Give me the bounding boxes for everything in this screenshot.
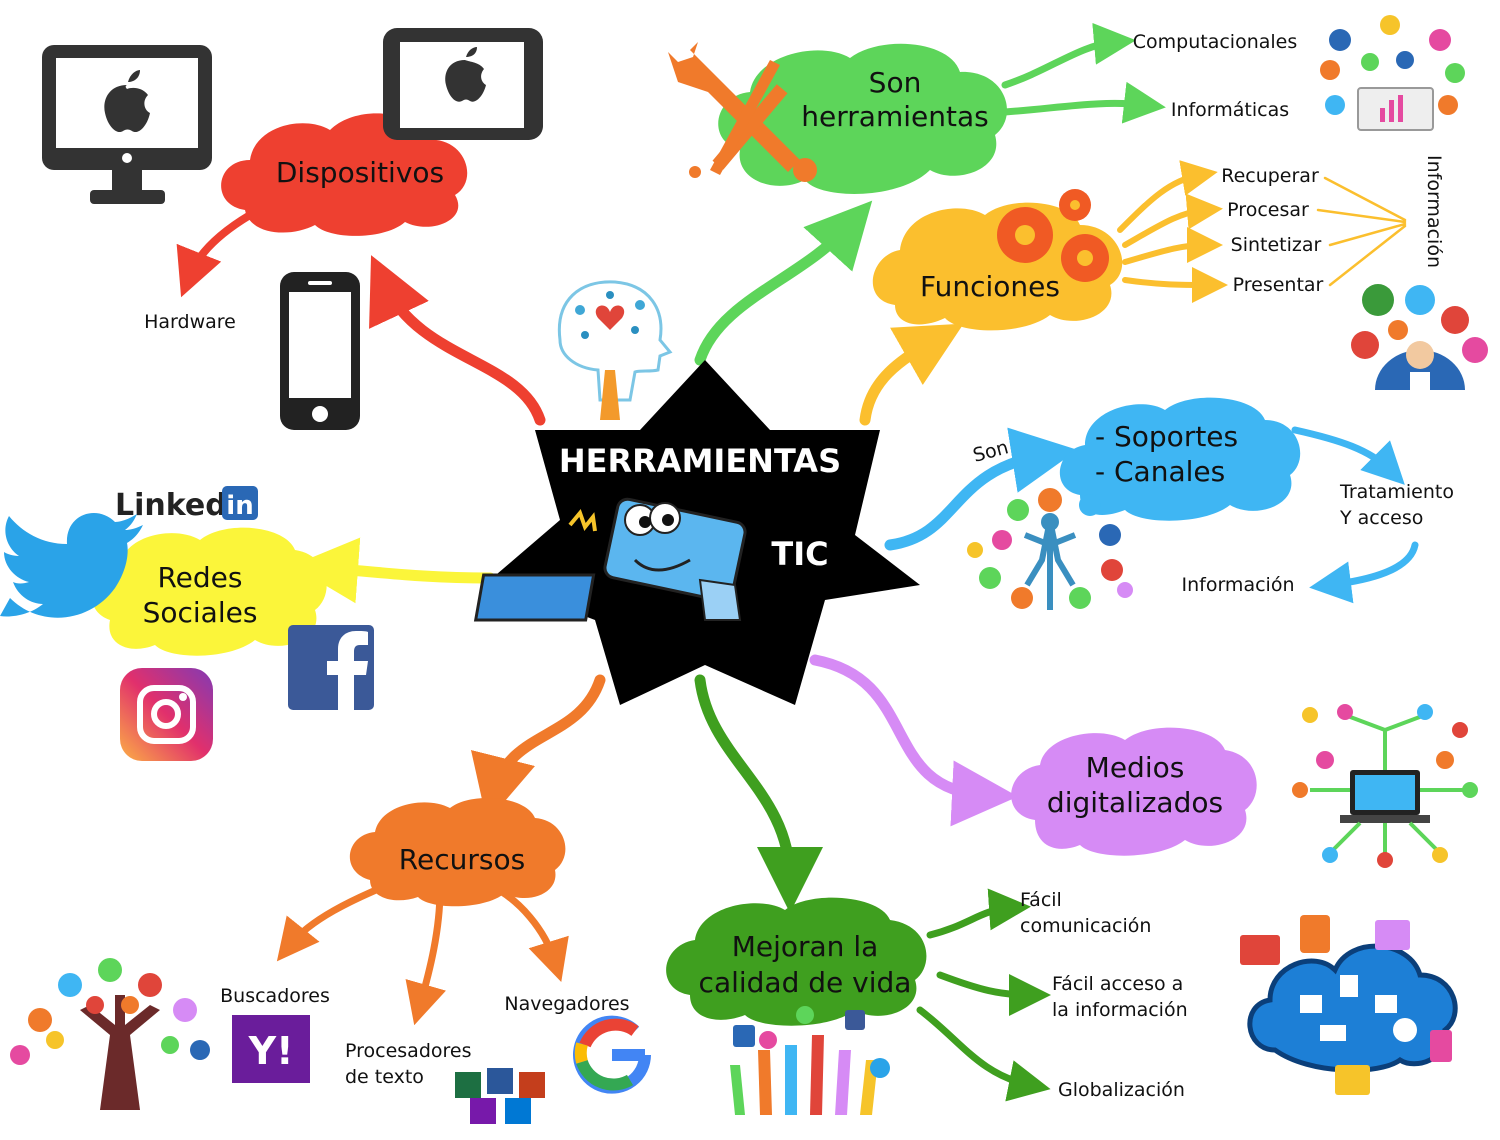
mejoran-leaf-1-line1: Fácil — [1020, 889, 1062, 911]
cloud-medios: Medios digitalizados — [1011, 727, 1257, 856]
herramientas-label-1: Son — [869, 66, 922, 99]
people-network-icon — [1351, 284, 1488, 390]
soportes-label-1: - Soportes — [1095, 420, 1238, 453]
office-apps-icon — [455, 1068, 545, 1124]
brain-icon — [557, 280, 673, 420]
medios-label-1: Medios — [1086, 751, 1185, 784]
human-network-icon — [967, 488, 1133, 610]
connector-medios — [809, 654, 1018, 827]
recursos-label: Recursos — [399, 843, 525, 876]
raised-hands-icon — [730, 1006, 890, 1115]
procesadores-label-2: de texto — [345, 1066, 424, 1088]
mejoran-label-2: calidad de vida — [699, 966, 912, 999]
navegadores-label: Navegadores — [504, 993, 629, 1015]
connector-computacionales — [1001, 22, 1136, 89]
cloud-mejoran: Mejoran la calidad de vida — [666, 897, 927, 1026]
connector-dispositivos — [369, 255, 546, 426]
procesar-label: Procesar — [1227, 199, 1309, 221]
mejoran-leaf-3: Globalización — [1058, 1079, 1185, 1101]
tech-tree-icon — [10, 958, 210, 1110]
center-subtitle: TIC — [771, 535, 828, 573]
connector-funciones — [859, 323, 964, 426]
computer-mascot-icon — [473, 497, 747, 622]
cloud-network-icon — [1240, 915, 1458, 1095]
connector-recursos — [471, 674, 606, 823]
connector-informaticas — [1001, 81, 1166, 124]
connector-info-back — [1309, 541, 1419, 604]
linkedin-badge-icon — [222, 486, 258, 520]
connector-hardware — [176, 211, 254, 298]
gears-icon — [997, 189, 1109, 282]
digital-media-network-icon — [1292, 704, 1478, 868]
redes-label-1: Redes — [157, 561, 242, 594]
connector-mejoran — [694, 674, 823, 913]
soportes-label-2: - Canales — [1095, 455, 1225, 488]
presentar-label: Presentar — [1233, 274, 1324, 296]
recuperar-label: Recuperar — [1221, 165, 1319, 187]
center-title: HERRAMIENTAS — [559, 442, 841, 480]
center-star: HERRAMIENTAS TIC — [473, 360, 920, 705]
computacionales-label: Computacionales — [1133, 31, 1298, 53]
informacion-label: Información — [1182, 574, 1295, 596]
tech-circle-icon — [1320, 15, 1465, 131]
mejoran-leaf-2-line2: la información — [1052, 999, 1188, 1021]
herramientas-label-2: herramientas — [801, 100, 988, 133]
smartphone-icon — [280, 272, 360, 430]
mejoran-leaf-1-line2: comunicación — [1020, 915, 1151, 937]
sintetizar-label: Sintetizar — [1231, 234, 1322, 256]
svg-text:Y!: Y! — [248, 1029, 294, 1073]
cloud-soportes: - Soportes - Canales — [1059, 397, 1301, 521]
tratamiento-label-2: Y acceso — [1339, 507, 1423, 529]
yahoo-icon: Y! — [232, 1015, 310, 1083]
cloud-redes: Redes Sociales — [91, 527, 327, 656]
cloud-dispositivos: Dispositivos — [221, 113, 468, 236]
mejoran-leaf-2-line1: Fácil acceso a — [1052, 973, 1183, 995]
wrench-icon — [668, 42, 817, 182]
tratamiento-label-1: Tratamiento — [1339, 481, 1454, 503]
instagram-icon — [120, 668, 213, 761]
informacion-vertical-label: Información — [1423, 155, 1445, 268]
facebook-icon — [288, 625, 374, 710]
informaticas-label: Informáticas — [1171, 99, 1289, 121]
google-icon — [573, 1015, 651, 1094]
dispositivos-label: Dispositivos — [276, 156, 444, 189]
connector-herramientas — [694, 200, 873, 366]
apple-monitor-icon — [42, 45, 212, 204]
connector-tratamiento — [1291, 426, 1405, 485]
cloud-recursos: Recursos — [349, 797, 566, 907]
twitter-icon — [0, 513, 143, 618]
funciones-label: Funciones — [920, 270, 1060, 303]
hardware-label: Hardware — [144, 311, 236, 333]
apple-tablet-icon — [383, 28, 543, 140]
cloud-funciones: Funciones — [872, 202, 1123, 331]
connector-soportes — [884, 427, 1078, 551]
mejoran-label-1: Mejoran la — [732, 930, 879, 963]
connectors — [176, 22, 1419, 1102]
redes-label-2: Sociales — [143, 596, 258, 629]
buscadores-label: Buscadores — [220, 985, 330, 1007]
procesadores-label-1: Procesadores — [345, 1040, 472, 1062]
connector-redes — [292, 537, 496, 604]
linkedin-badge-text: in — [226, 491, 253, 521]
medios-label-2: digitalizados — [1047, 786, 1223, 819]
